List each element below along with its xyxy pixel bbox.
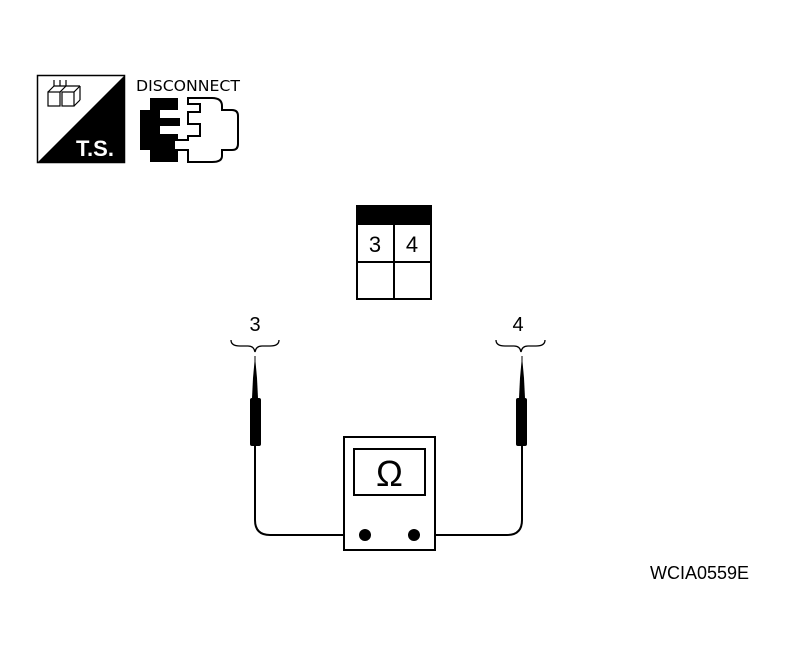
ts-label: T.S. bbox=[76, 136, 114, 161]
left-brace bbox=[230, 339, 280, 353]
disconnect-male-connector-icon bbox=[173, 97, 239, 163]
connector-face: 3 4 bbox=[356, 205, 432, 300]
connector-pin-4: 4 bbox=[406, 232, 418, 257]
connector-pin-3: 3 bbox=[369, 232, 381, 257]
ohmmeter-terminal-left bbox=[359, 529, 371, 541]
right-probe-label: 4 bbox=[512, 314, 523, 336]
left-probe-label: 3 bbox=[249, 314, 260, 336]
ohm-symbol-icon: Ω bbox=[376, 453, 403, 494]
right-probe bbox=[414, 356, 527, 536]
right-probe-handle bbox=[516, 398, 527, 446]
connector-mini-icon bbox=[47, 80, 81, 107]
left-probe-lead bbox=[254, 446, 365, 536]
ohmmeter: Ω bbox=[343, 436, 436, 551]
disconnect-label: DISCONNECT bbox=[136, 77, 241, 95]
left-probe-handle bbox=[250, 398, 261, 446]
left-probe-label-group: 3 bbox=[230, 314, 280, 353]
ohmmeter-display bbox=[353, 448, 426, 496]
ts-badge: T.S. bbox=[36, 74, 126, 164]
figure-code: WCIA0559E bbox=[650, 563, 749, 583]
right-brace bbox=[495, 339, 546, 353]
disconnect-female-connector-icon bbox=[140, 98, 180, 162]
ohmmeter-terminal-right bbox=[408, 529, 420, 541]
disconnect-badge: DISCONNECT bbox=[136, 77, 241, 163]
right-probe-label-group: 4 bbox=[495, 314, 546, 353]
left-probe bbox=[250, 356, 365, 536]
right-probe-lead bbox=[414, 446, 523, 536]
